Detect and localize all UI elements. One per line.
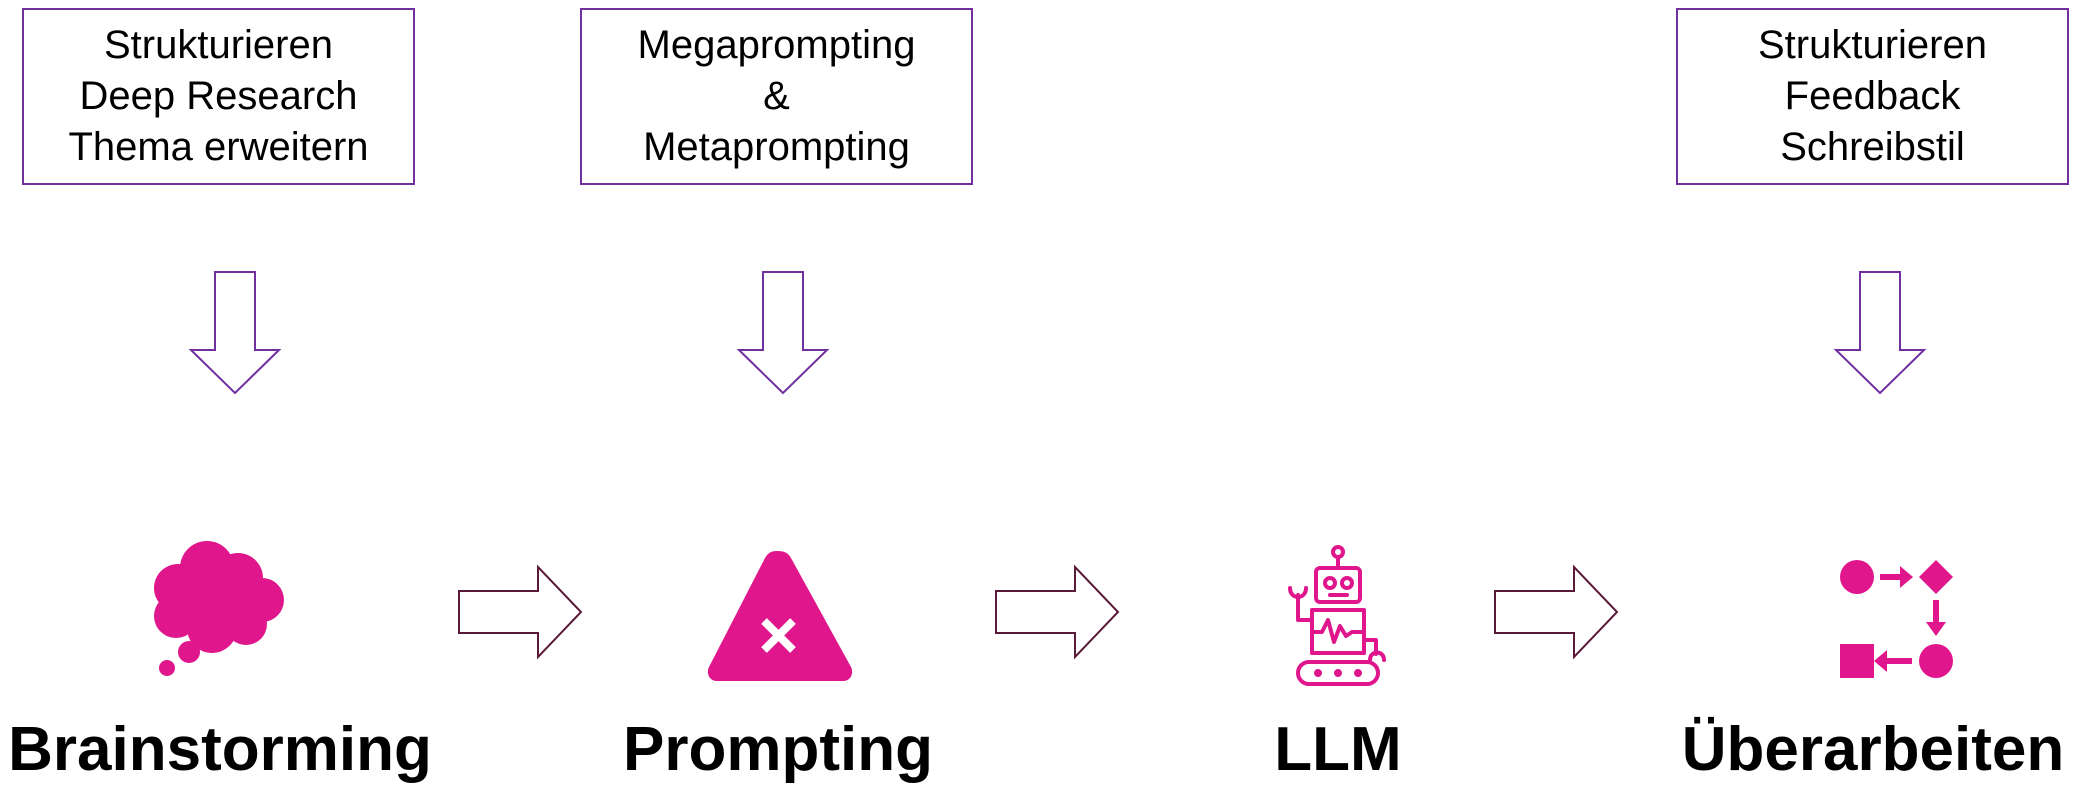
workflow-icon (1840, 560, 1953, 678)
input-box-ueberarbeiten: Strukturieren Feedback Schreibstil (1676, 8, 2069, 185)
box-line: Deep Research (79, 74, 358, 118)
box-line: Strukturieren (1758, 23, 1987, 67)
robot-icon (1288, 545, 1386, 686)
stage-label-llm: LLM (1274, 715, 1402, 784)
stage-label-ueberarbeiten: Überarbeiten (1681, 715, 2065, 784)
warning-triangle-icon (707, 551, 853, 681)
right-arrow-icon (995, 564, 1120, 660)
down-arrow-icon (736, 271, 830, 395)
box-line: & (763, 74, 790, 118)
right-arrow-icon (458, 564, 583, 660)
input-box-brainstorming: Strukturieren Deep Research Thema erweit… (22, 8, 415, 185)
right-arrow-icon (1494, 564, 1619, 660)
box-line: Schreibstil (1780, 125, 1965, 169)
box-line: Megaprompting (637, 23, 916, 67)
stage-label-brainstorming: Brainstorming (8, 715, 432, 784)
thought-cloud-icon (154, 541, 284, 676)
stage-label-prompting: Prompting (623, 715, 933, 784)
box-line: Metaprompting (643, 125, 910, 169)
box-line: Strukturieren (104, 23, 333, 67)
input-box-prompting: Megaprompting & Metaprompting (580, 8, 973, 185)
down-arrow-icon (188, 271, 282, 395)
down-arrow-icon (1833, 271, 1927, 395)
box-line: Feedback (1784, 74, 1961, 118)
box-line: Thema erweitern (68, 125, 369, 169)
